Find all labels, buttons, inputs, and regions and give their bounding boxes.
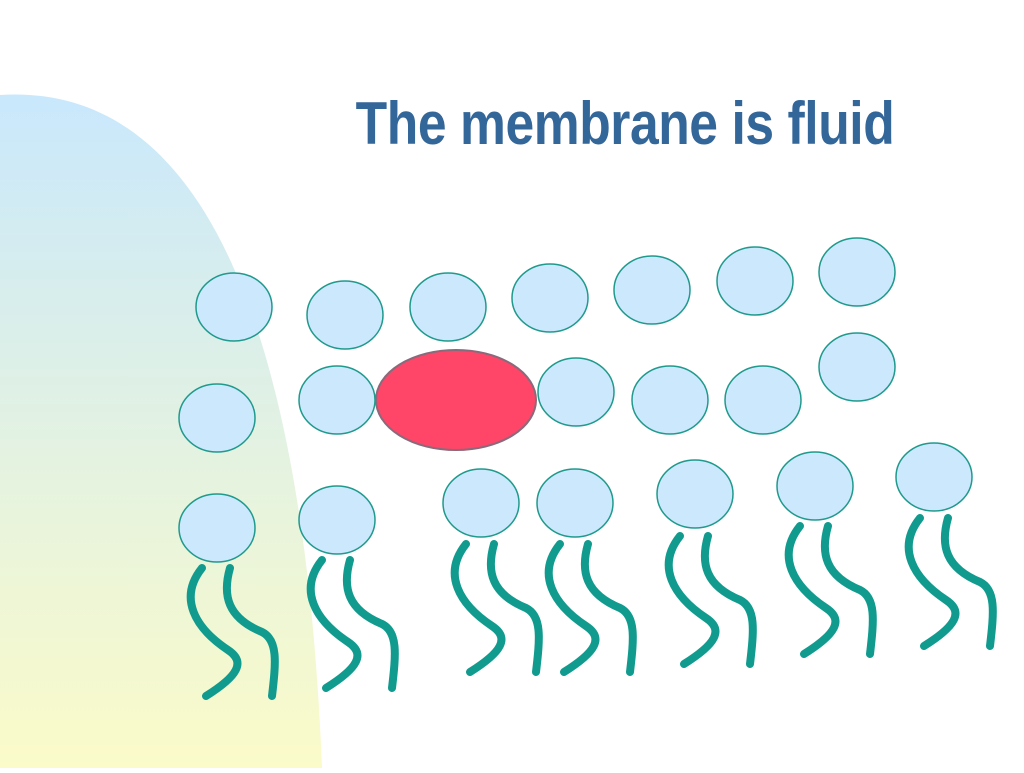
lipid-head: [656, 459, 734, 529]
top-row: [195, 237, 896, 350]
lipid-head: [716, 246, 794, 316]
lipid-head: [631, 365, 709, 435]
lipid-head: [298, 485, 376, 555]
lipid-head: [818, 237, 896, 307]
phospholipid-tails: [664, 532, 757, 668]
slide-title: The membrane is fluid: [355, 90, 895, 157]
lipid-head: [895, 442, 973, 512]
lipid-head: [724, 365, 802, 435]
lipid-head: [818, 332, 896, 402]
lipid-head: [306, 280, 384, 350]
lipid-head: [442, 468, 520, 538]
lipid-head: [536, 468, 614, 538]
lipid-tail: [700, 532, 757, 668]
lipid-tail: [664, 532, 720, 668]
background-arc: [0, 94, 322, 769]
lipid-tail: [784, 522, 840, 658]
lipid-tail: [904, 514, 960, 650]
bottom-row: [178, 442, 973, 563]
lipid-tail: [186, 564, 242, 700]
membrane-protein: [375, 349, 537, 451]
phospholipid-tails: [784, 522, 877, 658]
phospholipid-tails: [544, 540, 637, 676]
lipid-tail: [306, 556, 362, 692]
lipid-head: [178, 383, 256, 453]
lipid-head: [511, 263, 589, 333]
lipid-head: [776, 451, 854, 521]
lipid-tails: [186, 514, 997, 700]
middle-row: [178, 332, 896, 453]
lipid-head: [195, 272, 273, 342]
phospholipid-tails: [186, 564, 279, 700]
phospholipid-tails: [306, 556, 399, 692]
lipid-tail: [450, 540, 506, 676]
lipid-tail: [342, 556, 399, 692]
lipid-tail: [580, 540, 637, 676]
lipid-head: [537, 357, 615, 427]
lipid-head: [178, 493, 256, 563]
phospholipid-tails: [450, 540, 543, 676]
lipid-head: [613, 255, 691, 325]
lipid-tail: [486, 540, 543, 676]
lipid-tail: [544, 540, 600, 676]
lipid-head: [298, 365, 376, 435]
lipid-tail: [222, 564, 279, 700]
lipid-head: [409, 272, 487, 342]
lipid-tail: [940, 514, 997, 650]
lipid-tail: [820, 522, 877, 658]
phospholipid-tails: [904, 514, 997, 650]
